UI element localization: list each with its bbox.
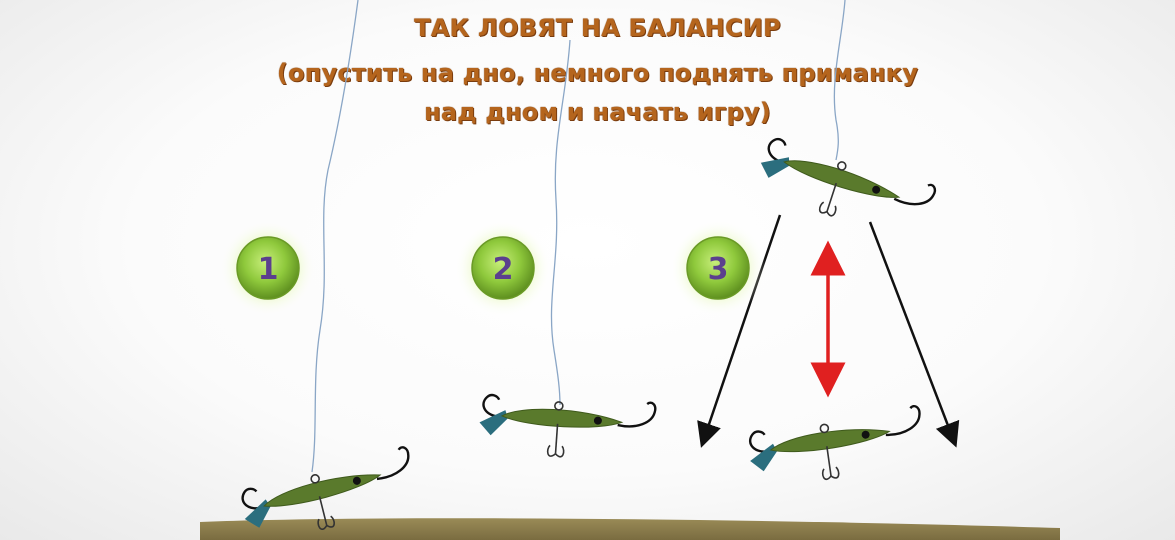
diagram-subtitle-line1: (опустить на дно, немного поднять приман… [276,59,919,87]
fishing-line-1 [311,0,359,473]
guide-arrow-left [697,214,782,448]
step-badge-3: 3 [670,220,766,316]
fishing-line-2 [550,39,571,406]
bottom-ground [200,518,1060,540]
balance-lure-icon [476,389,657,465]
step-number-1: 1 [258,252,279,287]
step-number-3: 3 [708,252,729,287]
diagram-subtitle-line2: над дном и начать игру) [424,98,771,126]
step-number-2: 2 [493,252,514,287]
step-badge-1: 1 [220,220,316,316]
balance-lure-icon [750,131,938,246]
balance-lure-icon [744,404,929,491]
diagram-title: ТАК ЛОВЯТ НА БАЛАНСИР [414,14,781,42]
fishing-line-3 [833,0,846,161]
guide-arrow-right [868,221,960,448]
step-badge-2: 2 [455,220,551,316]
